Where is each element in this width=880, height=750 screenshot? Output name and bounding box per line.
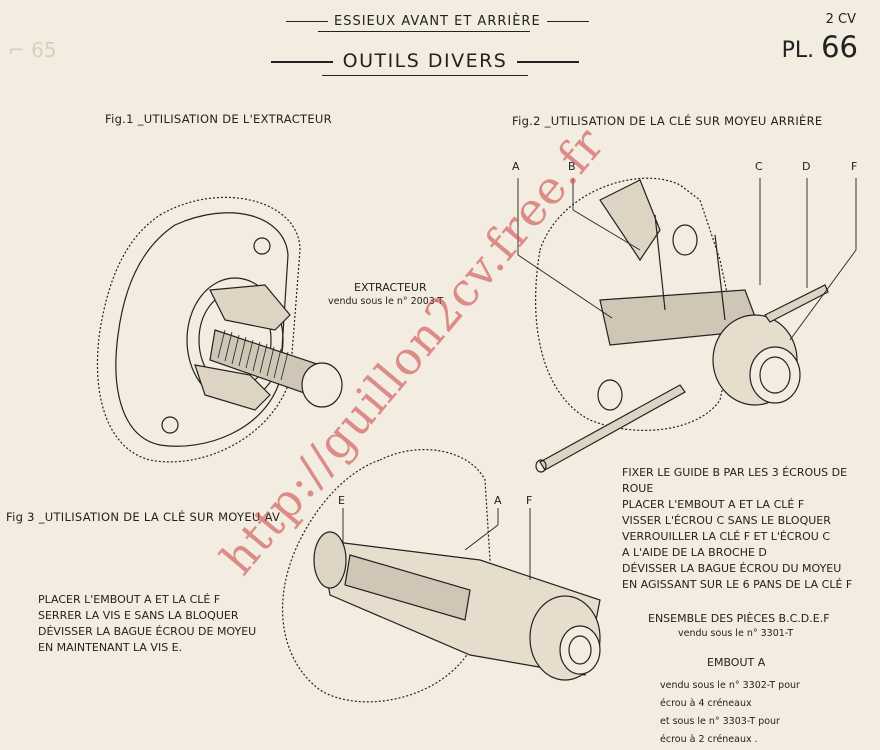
fig2-label-f: F — [851, 160, 858, 173]
plate-number: PL. 66 — [781, 30, 858, 64]
fig2-instructions: FIXER LE GUIDE B PAR LES 3 ÉCROUS DE ROU… — [622, 465, 852, 593]
fig2-tip-name: EMBOUT A — [707, 656, 766, 669]
fig2-label-d: D — [802, 160, 811, 173]
fig2-caption: Fig.2 _UTILISATION DE LA CLÉ SUR MOYEU A… — [512, 114, 823, 128]
fig2-instruction-line: EN AGISSANT SUR LE 6 PANS DE LA CLÉ F — [622, 578, 853, 591]
fig2-label-c: C — [755, 160, 763, 173]
fig2-tip-ref-line: et sous le n° 3303-T pour — [660, 716, 780, 727]
fig2-tip-ref-line: écrou à 4 créneaux — [660, 698, 752, 709]
fig3-label-e: E — [338, 494, 345, 507]
fig3-front-hub-drawing — [282, 449, 601, 703]
fig1-tool-ref: vendu sous le n° 2003-T — [328, 296, 444, 307]
bleed-through-text: ⌐ 65 — [8, 38, 57, 62]
fig2-instruction-line: PLACER L'EMBOUT A ET LA CLÉ F — [622, 498, 805, 511]
fig1-extractor-drawing — [96, 196, 343, 463]
fig2-label-b: B — [568, 160, 576, 173]
fig2-tip-ref-line: vendu sous le n° 3302-T pour — [660, 680, 800, 691]
fig3-caption: Fig 3 _UTILISATION DE LA CLÉ SUR MOYEU A… — [6, 510, 281, 524]
fig2-instruction-line: VISSER L'ÉCROU C SANS LE BLOQUER — [622, 514, 831, 527]
fig3-instruction-line: SERRER LA VIS E SANS LA BLOQUER — [38, 609, 239, 622]
fig2-instruction-line: DÉVISSER LA BAGUE ÉCROU DU MOYEU — [622, 562, 842, 575]
chapter-underline — [318, 31, 530, 32]
fig2-instruction-line: FIXER LE GUIDE B PAR LES 3 ÉCROUS DE — [622, 466, 848, 479]
fig1-caption: Fig.1 _UTILISATION DE L'EXTRACTEUR — [105, 112, 332, 126]
fig2-instruction-line: A L'AIDE DE LA BROCHE D — [622, 546, 767, 559]
page-title: OUTILS DIVERS — [255, 50, 595, 72]
fig3-label-f: F — [526, 494, 533, 507]
fig3-label-a: A — [494, 494, 502, 507]
chapter-title: ESSIEUX AVANT ET ARRIÈRE — [280, 14, 589, 29]
fig2-set-name: ENSEMBLE DES PIÈCES B.C.D.E.F — [648, 612, 830, 625]
fig2-instruction-line: ROUE — [622, 482, 654, 495]
fig2-tip-ref-line: écrou à 2 créneaux . — [660, 734, 758, 745]
title-underline — [322, 75, 528, 76]
fig2-instruction-line: VERROUILLER LA CLÉ F ET L'ÉCROU C — [622, 530, 831, 543]
fig1-tool-name: EXTRACTEUR — [354, 281, 427, 294]
fig3-instruction-line: PLACER L'EMBOUT A ET LA CLÉ F — [38, 593, 221, 606]
model-label: 2 CV — [825, 12, 856, 27]
fig3-instruction-line: DÉVISSER LA BAGUE ÉCROU DE MOYEU — [38, 625, 257, 638]
fig2-label-a: A — [512, 160, 520, 173]
fig3-instruction-line: EN MAINTENANT LA VIS E. — [38, 641, 183, 654]
fig2-set-ref: vendu sous le n° 3301-T — [678, 628, 794, 639]
fig3-instructions: PLACER L'EMBOUT A ET LA CLÉ F SERRER LA … — [38, 592, 256, 656]
fig2-rear-hub-drawing — [517, 177, 857, 473]
fig2-tip-refs: vendu sous le n° 3302-T pour écrou à 4 c… — [660, 677, 800, 749]
